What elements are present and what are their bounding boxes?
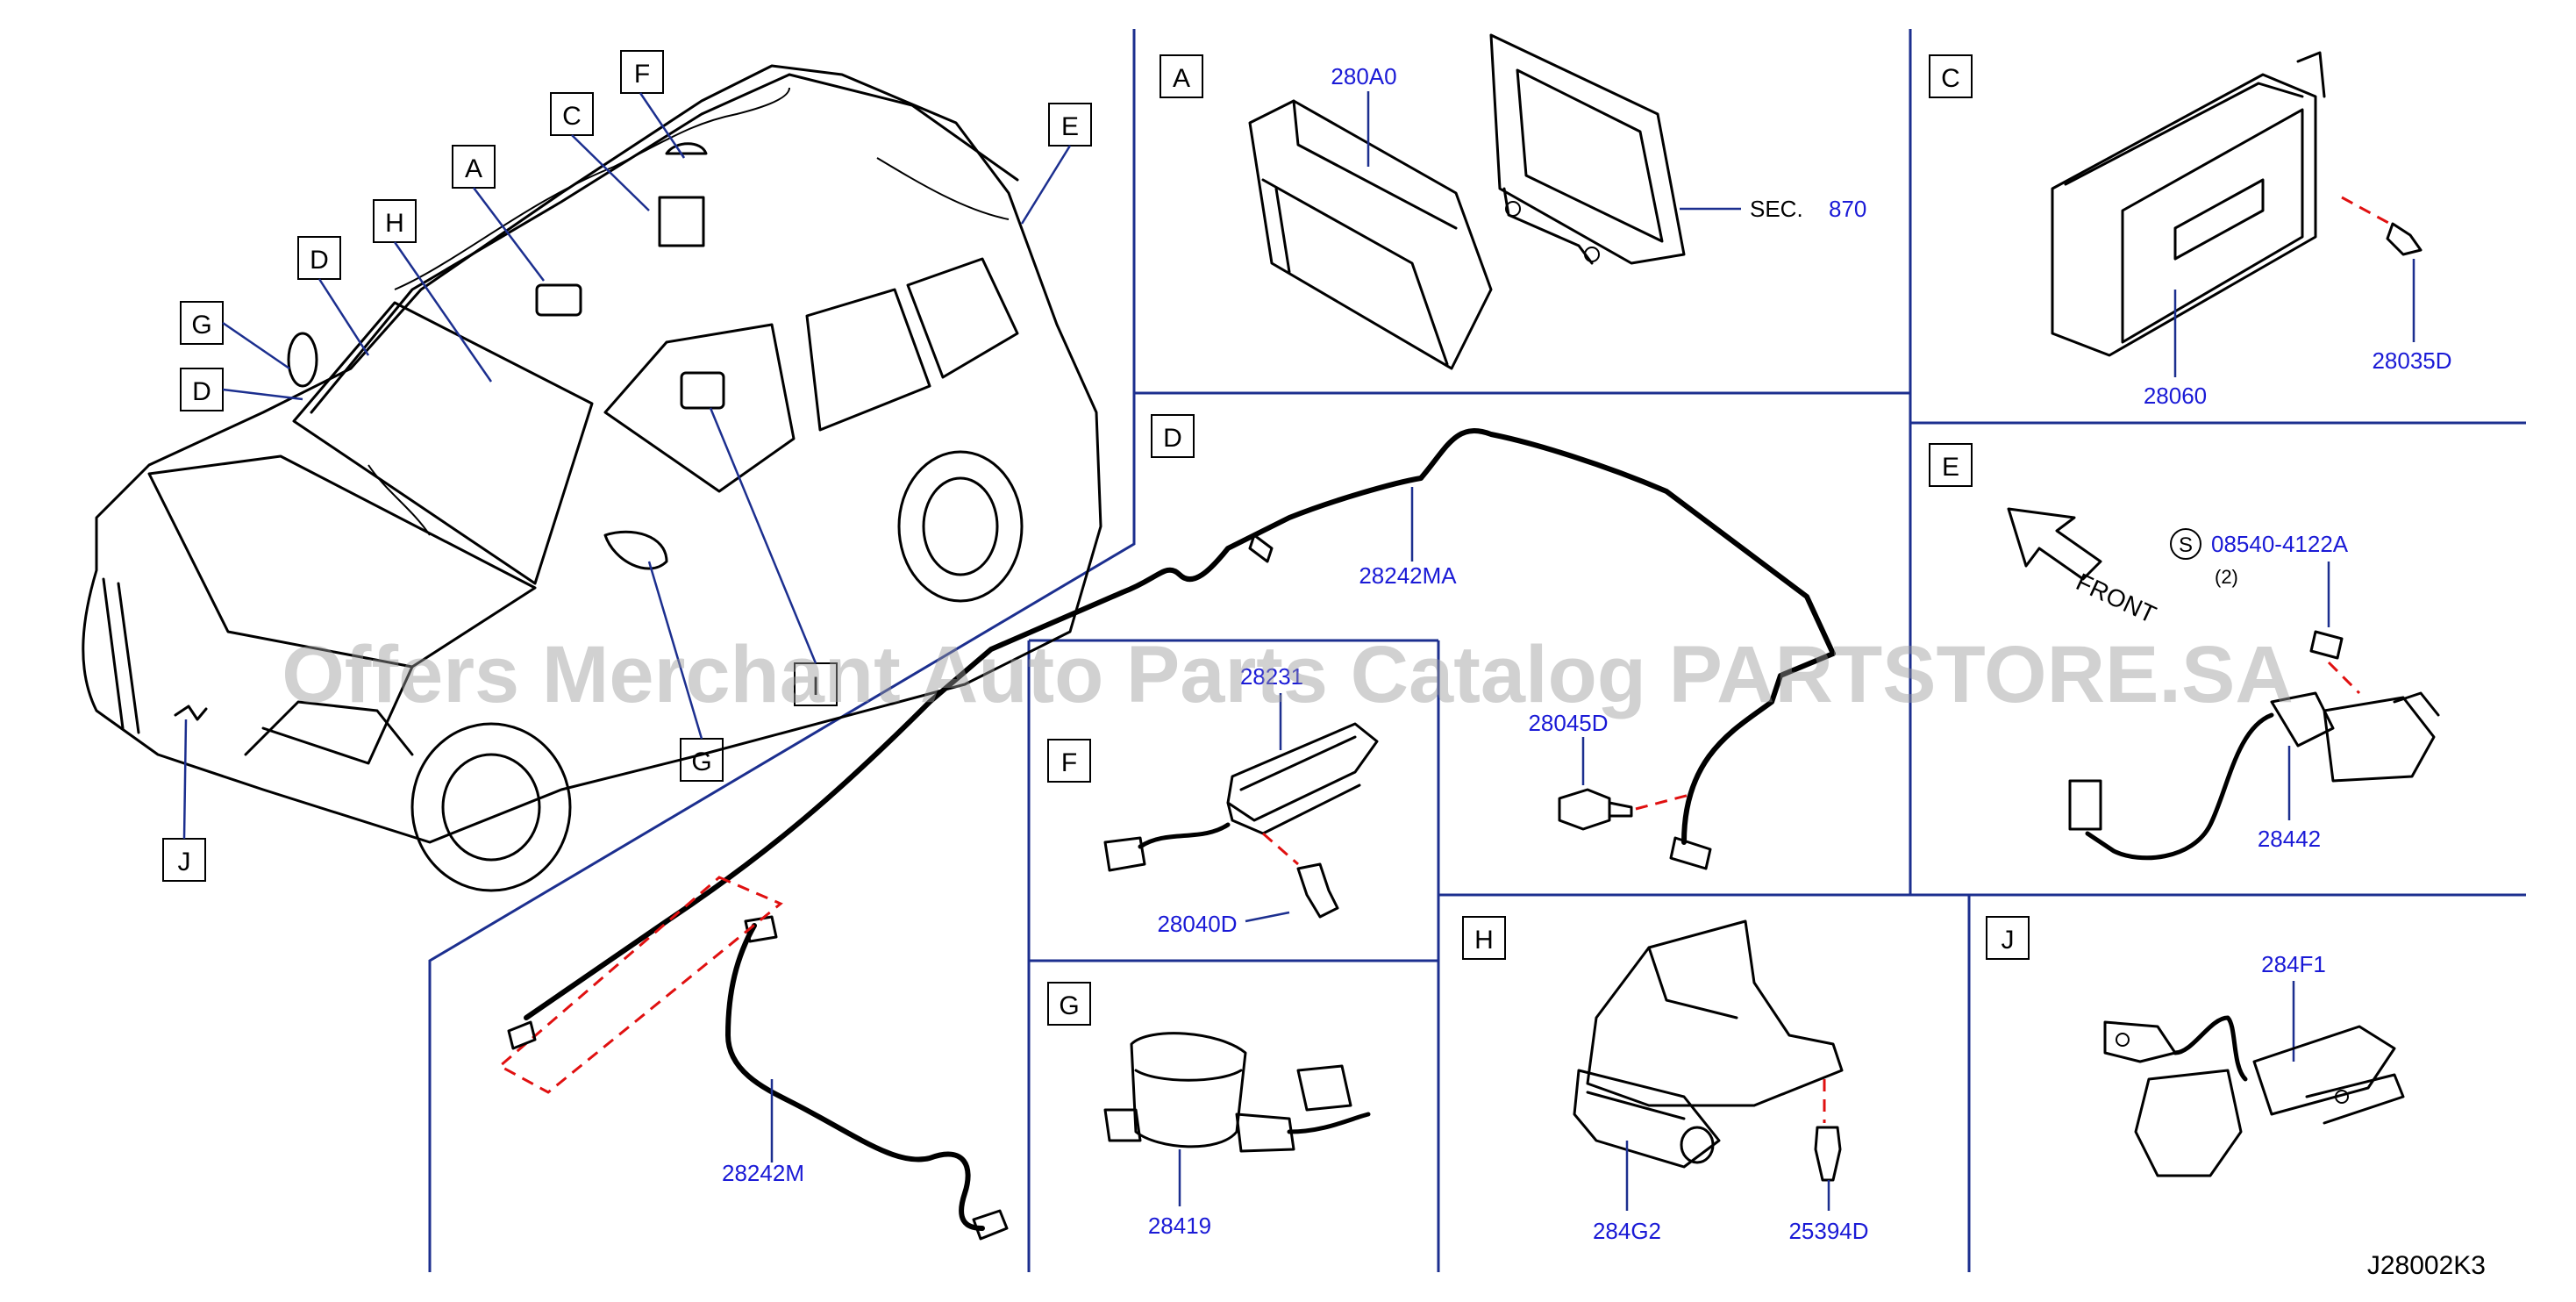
callout-letter-g: G (191, 311, 211, 340)
panel-d: D 28242MA 28045D 28242M (497, 414, 1836, 1241)
sec-number: 870 (1829, 196, 1866, 222)
sec-prefix: SEC. (1750, 196, 1803, 222)
overview-callouts: F C A H D G D E I G J (162, 50, 1092, 882)
callout-letter-d-2: D (192, 377, 211, 406)
panel-e-letter: E (1942, 453, 1959, 482)
panel-h-letter: H (1474, 926, 1494, 955)
front-direction-label: FRONT (2072, 568, 2160, 628)
panel-c-letter: C (1941, 64, 1960, 93)
bolt-quantity: (2) (2215, 566, 2238, 588)
panel-f-letter: F (1061, 748, 1077, 777)
panel-dividers (428, 29, 2526, 1272)
watermark-text: Offers Merchant Auto Parts Catalog PARTS… (282, 630, 2294, 719)
part-label-08540-4122a: 08540-4122A (2211, 531, 2349, 557)
panel-a-letter: A (1173, 64, 1190, 93)
panel-g: G 28419 (1047, 982, 1371, 1239)
part-label-28442: 28442 (2258, 826, 2321, 852)
part-label-28419: 28419 (1148, 1213, 1211, 1239)
part-label-284f1: 284F1 (2261, 951, 2326, 977)
s-symbol: S (2179, 533, 2193, 557)
part-label-28231: 28231 (1240, 663, 1303, 690)
callout-letter-c: C (562, 102, 582, 131)
part-label-28242ma: 28242MA (1359, 562, 1457, 589)
callout-letter-j: J (178, 848, 191, 876)
callout-letter-d: D (310, 246, 329, 275)
callout-letter-e: E (1061, 112, 1079, 141)
callout-letter-h: H (385, 209, 404, 238)
part-label-284g2: 284G2 (1593, 1218, 1661, 1244)
part-label-28045d: 28045D (1528, 710, 1608, 736)
part-label-28040d: 28040D (1157, 911, 1237, 937)
part-label-28035d: 28035D (2372, 347, 2451, 374)
callout-letter-a: A (465, 154, 482, 183)
panel-d-letter: D (1163, 424, 1182, 453)
part-label-28060: 28060 (2144, 383, 2207, 409)
panel-j: J 284F1 (1986, 916, 2405, 1177)
callout-letter-f: F (634, 60, 650, 89)
callout-letter-i: I (812, 672, 819, 701)
panel-c: C 28035D 28060 (1929, 51, 2452, 409)
callout-letter-g-2: G (691, 748, 711, 776)
panel-f: F 28231 28040D (1047, 663, 1379, 937)
vehicle-overview (82, 64, 1102, 892)
part-label-25394d: 25394D (1788, 1218, 1868, 1244)
panel-a: A 280A0 SEC. 870 (1160, 33, 1866, 370)
panel-g-letter: G (1059, 991, 1079, 1020)
panel-j-letter: J (2002, 926, 2015, 955)
part-label-280a0: 280A0 (1331, 63, 1396, 89)
diagram-code: J28002K3 (2367, 1251, 2486, 1280)
part-label-28242m: 28242M (722, 1160, 804, 1186)
panel-h: H 284G2 25394D (1462, 916, 1869, 1244)
